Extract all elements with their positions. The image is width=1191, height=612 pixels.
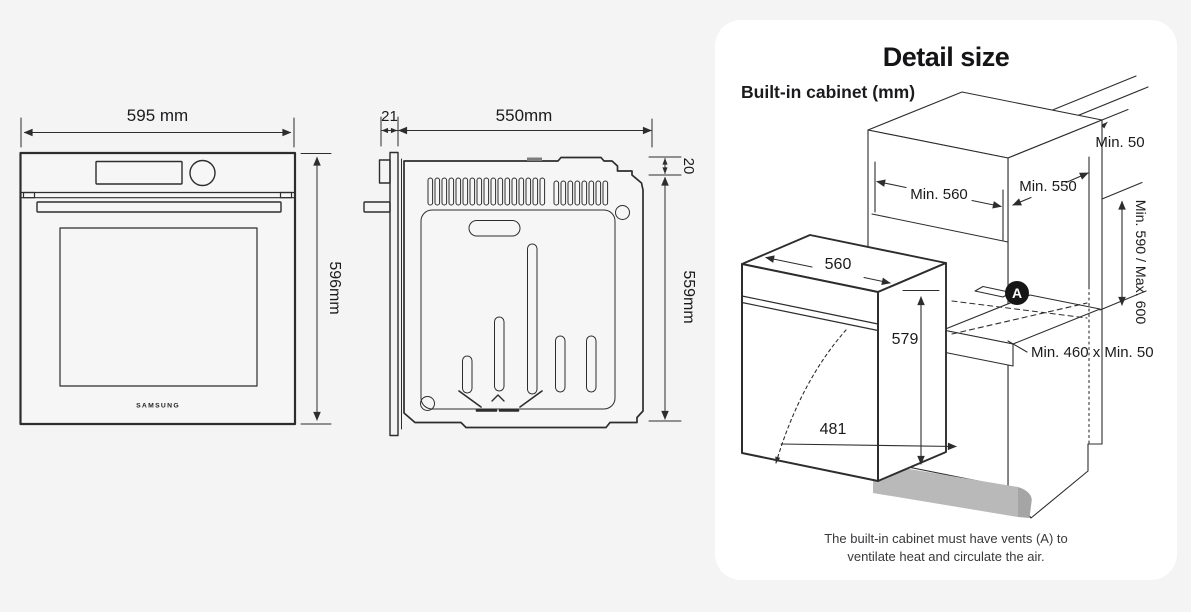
vent-marker-badge <box>1005 281 1029 305</box>
front-door-window <box>59 227 258 387</box>
door-clearance-dimension <box>780 442 957 451</box>
built-in-cabinet-drawing: Min. 50 Min. 560 Min. 550 Min. 590 / Max… <box>741 75 1154 519</box>
vent-size-leader <box>1007 340 1028 353</box>
side-height-dimensions <box>648 156 682 422</box>
detail-size-panel: Detail size Built-in cabinet (mm) <box>715 20 1177 580</box>
oven-front-body <box>19 151 297 426</box>
front-width-dimension <box>20 117 295 148</box>
niche-height-label: Min. 590 / Max. 600 <box>1132 200 1148 325</box>
front-knob <box>189 159 216 187</box>
niche-width-dimension <box>874 161 1004 241</box>
oven-isometric-box <box>741 234 947 482</box>
side-panel-embossing <box>420 205 630 412</box>
front-display <box>95 160 183 185</box>
oven-height-dimension <box>902 289 940 465</box>
niche-depth-label: Min. 550 <box>1019 178 1077 195</box>
vent-marker-letter: A <box>1012 285 1022 301</box>
front-control-panel <box>19 191 296 199</box>
vent-note: The built-in cabinet must have vents (A)… <box>715 530 1177 566</box>
door-clearance-label: 481 <box>820 421 847 438</box>
oven-width-dimension <box>765 255 891 286</box>
brand-logo: SAMSUNG <box>136 403 180 410</box>
hidden-vent-lines <box>951 300 1088 335</box>
front-height-label: 596mm <box>326 261 343 314</box>
side-depth-dimensions <box>380 116 653 148</box>
technical-views-drawing: 595 mm SAMSUNG 596mm <box>19 106 697 437</box>
side-latch-slot <box>527 157 542 161</box>
front-width-label: 595 mm <box>127 106 188 125</box>
vent-note-line2: ventilate heat and circulate the air. <box>847 548 1045 564</box>
side-door-edge <box>363 151 402 437</box>
panel-title: Detail size <box>882 42 1010 72</box>
niche-interior <box>942 156 1101 447</box>
side-body-outline <box>403 156 644 429</box>
cabinet-plinth <box>873 463 1032 518</box>
oven-width-label: 560 <box>825 256 852 273</box>
oven-side-view: 21 550mm <box>363 106 697 437</box>
side-body-height-label: 559mm <box>680 270 697 323</box>
side-door-depth-label: 21 <box>381 108 398 125</box>
niche-depth-dimension <box>1012 172 1089 206</box>
front-height-dimension <box>300 153 332 425</box>
vent-size-label: Min. 460 x Min. 50 <box>1031 344 1154 361</box>
vent-note-line1: The built-in cabinet must have vents (A)… <box>824 530 1068 546</box>
side-body-depth-label: 550mm <box>496 106 553 125</box>
oven-height-label: 579 <box>892 331 919 348</box>
niche-height-dimension <box>1099 181 1147 311</box>
panel-subtitle: Built-in cabinet (mm) <box>741 82 916 102</box>
side-vent-slots <box>427 177 609 206</box>
niche-width-label: Min. 560 <box>910 186 968 203</box>
oven-front-view: 595 mm SAMSUNG 596mm <box>19 106 343 426</box>
top-clearance-label: Min. 50 <box>1095 134 1144 151</box>
door-swing-arc <box>775 329 847 464</box>
side-top-offset-label: 20 <box>680 158 697 175</box>
front-door-handle <box>36 201 282 213</box>
